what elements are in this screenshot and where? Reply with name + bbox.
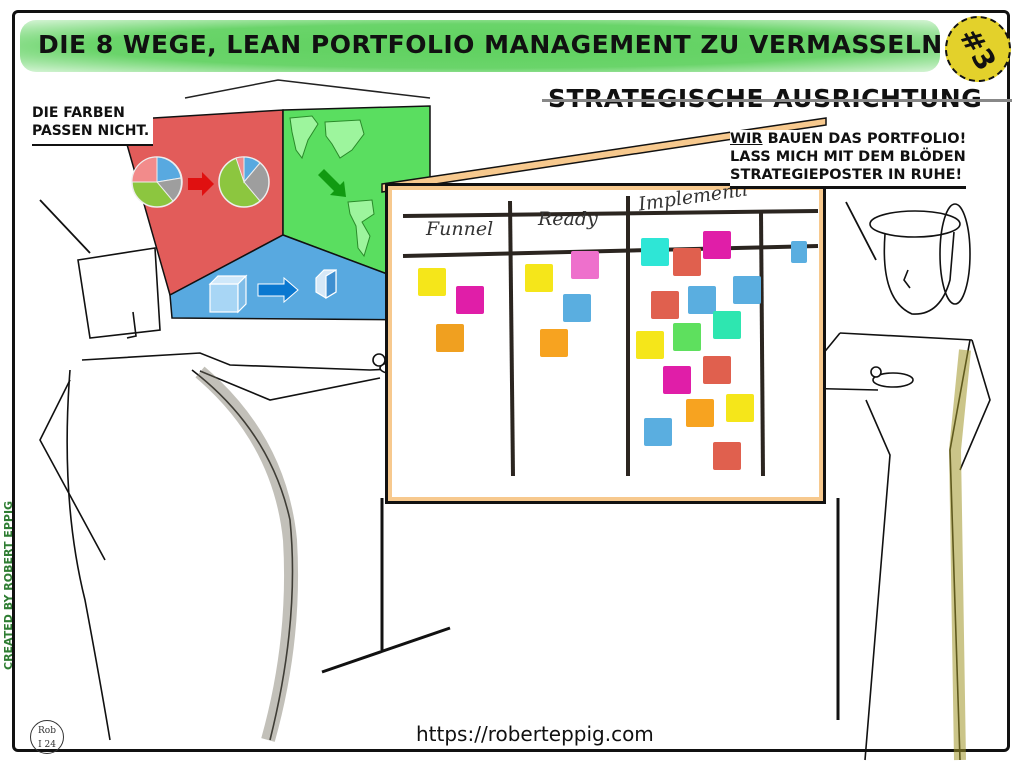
speech-right-line1: BAUEN DAS PORTFOLIO! [762, 131, 967, 147]
poster-hanger [184, 79, 431, 99]
column-header-ready: Ready [538, 208, 598, 230]
sticky-note-implementing [673, 248, 701, 276]
sticky-note-ready [525, 264, 553, 292]
pie-chart-after-icon [218, 156, 270, 208]
sticky-note-implementing [673, 323, 701, 351]
strategy-heading: STRATEGISCHE AUSRICHTUNG [548, 84, 983, 113]
americas-map-icon [347, 199, 375, 258]
speech-tail-right [845, 201, 877, 261]
speech-right-line2: LASS MICH MIT DEM BLÖDEN [730, 149, 966, 165]
blue-arrow-icon [257, 276, 299, 304]
sticky-note-implementing [703, 231, 731, 259]
sticky-note-implementing [651, 291, 679, 319]
sticky-note-done [791, 241, 807, 263]
speech-bubble-right: WIR BAUEN DAS PORTFOLIO! LASS MICH MIT D… [730, 130, 967, 189]
sticky-note-implementing [636, 331, 664, 359]
sticky-note-implementing [726, 394, 754, 422]
board-top-edge [381, 117, 827, 193]
comic-frame [12, 10, 1010, 752]
sticky-note-ready [540, 329, 568, 357]
sticky-note-funnel [418, 268, 446, 296]
speech-left-line1: DIE FARBEN [32, 105, 125, 121]
left-figure [39, 247, 425, 741]
strikethrough-line [542, 99, 1012, 102]
sticky-note-implementing [641, 238, 669, 266]
sticky-note-implementing [663, 366, 691, 394]
sticky-note-implementing [733, 276, 761, 304]
speech-right-line3: STRATEGIEPOSTER IN RUHE! [730, 167, 963, 183]
right-figure-shadow [948, 349, 971, 761]
signature-date: I 24 [38, 740, 56, 750]
sticky-note-funnel [436, 324, 464, 352]
speech-right-emphasis: WIR [730, 131, 763, 147]
green-arrow-icon [318, 169, 346, 197]
sticky-note-implementing [713, 442, 741, 470]
speech-left-line2: PASSEN NICHT. [32, 123, 150, 139]
board-grid [402, 196, 819, 477]
speech-tail-left [39, 199, 91, 254]
pie-chart-before-icon [131, 156, 183, 208]
world-map-icon [289, 115, 365, 160]
sticky-note-implementing [713, 311, 741, 339]
sticky-note-ready [571, 251, 599, 279]
left-figure-shadow [195, 366, 299, 742]
column-header-funnel: Funnel [426, 218, 494, 240]
comic-title: DIE 8 WEGE, LEAN PORTFOLIO MANAGEMENT ZU… [38, 30, 943, 59]
sticky-note-implementing [644, 418, 672, 446]
sticky-note-implementing [703, 356, 731, 384]
sticky-note-funnel [456, 286, 484, 314]
red-arrow-icon [188, 172, 214, 196]
sticky-note-implementing [688, 286, 716, 314]
sticky-note-implementing [686, 399, 714, 427]
cube-after-icon [315, 268, 337, 300]
title-banner [20, 20, 940, 72]
speech-bubble-left: DIE FARBEN PASSEN NICHT. [32, 104, 154, 146]
cube-before-icon [208, 274, 248, 314]
website-link[interactable]: https://roberteppig.com [416, 722, 654, 746]
sticky-note-ready [563, 294, 591, 322]
artist-signature: Rob I 24 [30, 720, 64, 754]
signature-name: Rob [38, 726, 56, 736]
easel-stand [321, 498, 840, 720]
creator-credit: CREATED BY ROBERT EPPIG [2, 500, 15, 670]
kanban-board: Funnel Ready Implementi [385, 178, 826, 504]
